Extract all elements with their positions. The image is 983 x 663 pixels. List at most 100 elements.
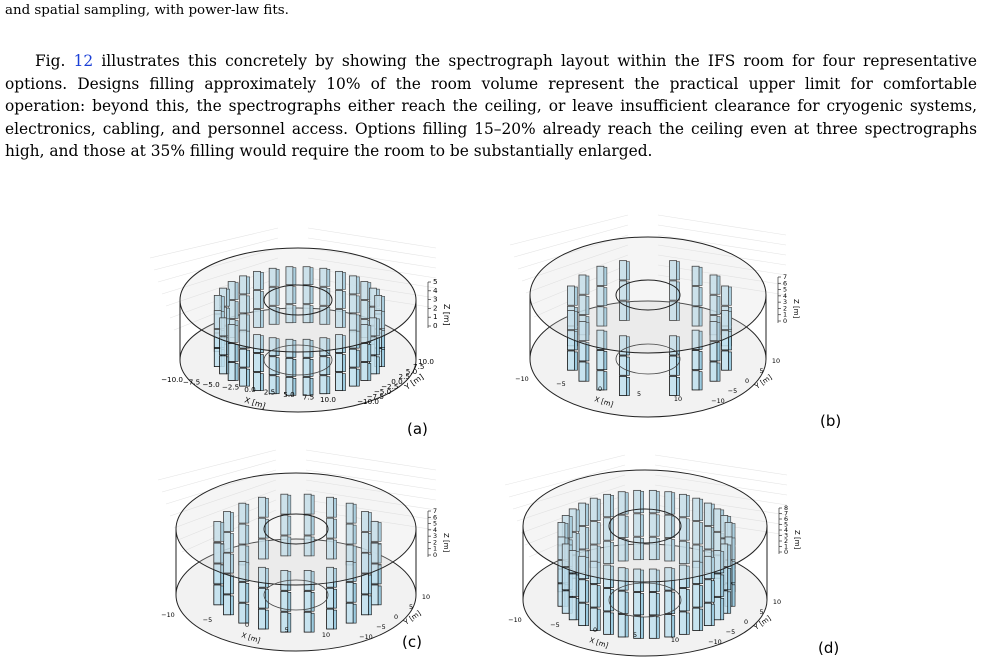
spectrograph-box-side — [377, 585, 382, 606]
spectrograph-box-side — [716, 295, 721, 315]
spectrograph-box-side — [676, 261, 680, 281]
spectrograph-box-side — [626, 281, 630, 301]
spectrograph-box — [691, 370, 700, 391]
figure-reference-link[interactable]: 12 — [73, 52, 94, 70]
spectrograph-box-side — [309, 340, 314, 358]
spectrograph-box-side — [731, 537, 736, 560]
grid-line — [509, 214, 629, 246]
spectrograph-box — [223, 594, 231, 616]
spectrograph-box — [678, 611, 687, 635]
x-tick-label: 0.0 — [244, 385, 256, 394]
x-tick-label: 5 — [284, 626, 288, 634]
z-axis-label: Z [m] — [793, 530, 801, 550]
grid-line — [657, 244, 787, 266]
spectrograph-box — [253, 353, 261, 373]
spectrograph-box — [619, 355, 627, 376]
x-tick-label: −10 — [161, 611, 175, 619]
spectrograph-box-side — [246, 349, 250, 368]
spectrograph-box-side — [381, 349, 386, 367]
spectrograph-modules — [557, 489, 736, 639]
spectrograph-box — [692, 584, 701, 608]
z-tick-label: 0 — [783, 317, 787, 325]
spectrograph-box-side — [352, 562, 357, 582]
spectrograph-box — [348, 367, 357, 387]
y-tick-label: −5.0 — [374, 387, 392, 396]
x-tick-label: 10 — [322, 631, 330, 639]
spectrograph-box — [239, 367, 248, 387]
spectrograph-box — [713, 596, 722, 621]
spectrograph-box-side — [610, 541, 614, 564]
spectrograph-box-side — [671, 539, 676, 562]
spectrograph-box — [561, 590, 570, 614]
spectrograph-box-side — [356, 295, 360, 314]
spectrograph-box-side — [699, 498, 704, 521]
spectrograph-box-side — [326, 357, 331, 376]
spectrograph-box — [335, 353, 343, 373]
spectrograph-box — [219, 355, 227, 375]
spectrograph-box — [703, 579, 712, 603]
spectrograph-box-side — [711, 580, 715, 603]
spectrograph-box-side — [596, 522, 601, 545]
spectrograph-box-side — [275, 268, 280, 287]
z-tick-label: 4 — [433, 286, 438, 295]
y-tick-label: 10 — [773, 598, 781, 606]
grid-line — [657, 234, 787, 256]
spectrograph-box-side — [596, 585, 601, 608]
z-tick-label: 6 — [783, 279, 787, 287]
spectrograph-box-side — [246, 368, 250, 387]
spectrograph-box-side — [585, 603, 589, 626]
spectrograph-box-side — [368, 574, 372, 595]
spectrograph-box-side — [246, 276, 250, 295]
spectrograph-box — [223, 573, 231, 595]
spectrograph-box-side — [234, 363, 239, 381]
z-axis — [427, 510, 431, 557]
spectrograph-box-side — [333, 539, 337, 560]
y-tick-label: −5 — [728, 387, 737, 395]
spectrograph-box-side — [377, 522, 382, 542]
spectrograph-box-side — [640, 593, 644, 616]
z-tick-label: 5 — [433, 520, 437, 528]
x-tick-label: 10 — [674, 395, 682, 403]
spectrograph-box-side — [356, 276, 360, 295]
x-tick-label: −5 — [556, 380, 565, 388]
spectrograph-box — [361, 573, 369, 595]
spectrograph-box-side — [585, 503, 589, 526]
spectrograph-box-side — [720, 598, 725, 621]
z-axis — [427, 281, 431, 328]
spectrograph-box-side — [626, 336, 630, 356]
grid-line — [504, 454, 626, 486]
y-tick-label: −5 — [726, 628, 735, 636]
spectrograph-box-side — [698, 371, 703, 391]
spectrograph-box — [567, 350, 575, 371]
spectrograph-box-side — [326, 376, 331, 395]
room-ceiling — [175, 472, 417, 586]
grid-line — [307, 227, 437, 249]
y-tick-label: 5 — [759, 367, 763, 375]
spectrograph-box-side — [367, 363, 372, 381]
y-tick-label: 5 — [409, 603, 413, 611]
z-tick-label: 4 — [433, 526, 437, 534]
spectrograph-box-side — [671, 615, 676, 638]
spectrograph-box-side — [333, 609, 337, 630]
spectrograph-box-side — [265, 518, 269, 539]
spectrograph-box-side — [728, 351, 732, 371]
spectrograph-box-side — [610, 495, 614, 518]
spectrograph-modules — [213, 266, 386, 396]
grid-line — [305, 479, 437, 501]
y-tick-label: 7.5 — [413, 362, 424, 371]
z-tick-label: 4 — [783, 292, 787, 300]
spectrograph-box-side — [731, 561, 736, 584]
grid-line — [654, 494, 788, 516]
spectrograph-box-side — [624, 539, 629, 562]
y-tick-label: 0 — [745, 377, 749, 385]
spectrograph-box-side — [260, 335, 264, 353]
spectrograph-box-side — [310, 612, 315, 633]
z-axis — [778, 507, 782, 554]
spectrograph-box-side — [265, 568, 269, 588]
grid-line — [517, 234, 629, 270]
body-paragraph: Fig. 12 illustrates this concretely by s… — [5, 50, 977, 163]
inner-column-top — [263, 513, 329, 545]
spectrograph-box-side — [656, 593, 660, 616]
spectrograph-box-side — [367, 325, 372, 343]
